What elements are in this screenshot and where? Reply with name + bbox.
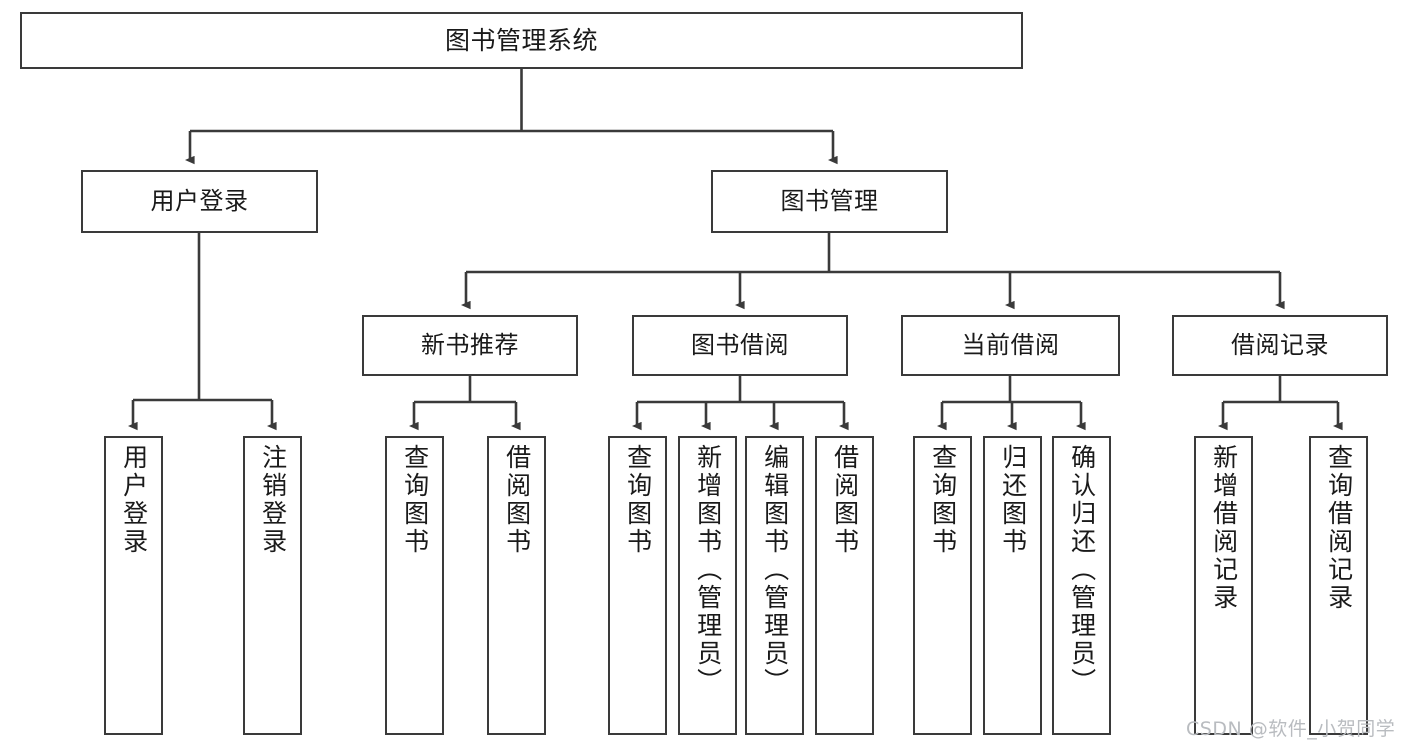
node-leaf-borrow-book[interactable]: 借阅图书 bbox=[815, 436, 874, 735]
csdn-watermark: CSDN @软件_小贺同学 bbox=[1186, 718, 1396, 740]
node-leaf-confirm-return-admin-label: 确认归还（管理员） bbox=[1067, 444, 1097, 696]
node-leaf-user-login-label: 用户登录 bbox=[119, 444, 149, 556]
node-leaf-return-book-label: 归还图书 bbox=[998, 444, 1028, 556]
node-book-borrow[interactable]: 图书借阅 bbox=[632, 315, 848, 376]
node-new-book-recommend[interactable]: 新书推荐 bbox=[362, 315, 578, 376]
node-user-login[interactable]: 用户登录 bbox=[81, 170, 318, 233]
node-leaf-query-book-borrow-label: 查询图书 bbox=[623, 444, 653, 556]
node-leaf-add-book-admin-label: 新增图书（管理员） bbox=[693, 444, 723, 696]
node-root-system[interactable]: 图书管理系统 bbox=[20, 12, 1023, 69]
node-leaf-add-borrow-record-label: 新增借阅记录 bbox=[1209, 444, 1239, 612]
node-leaf-edit-book-admin-label: 编辑图书（管理员） bbox=[760, 444, 790, 696]
node-borrow-records[interactable]: 借阅记录 bbox=[1172, 315, 1388, 376]
node-leaf-borrow-book-recommend-label: 借阅图书 bbox=[502, 444, 532, 556]
node-leaf-query-book-current-label: 查询图书 bbox=[928, 444, 958, 556]
node-leaf-query-book-current[interactable]: 查询图书 bbox=[913, 436, 972, 735]
node-leaf-add-borrow-record[interactable]: 新增借阅记录 bbox=[1194, 436, 1253, 735]
node-book-management-label: 图书管理 bbox=[780, 187, 879, 216]
node-book-borrow-label: 图书借阅 bbox=[691, 331, 789, 360]
node-leaf-user-login[interactable]: 用户登录 bbox=[104, 436, 163, 735]
node-user-login-label: 用户登录 bbox=[150, 187, 249, 216]
node-leaf-edit-book-admin[interactable]: 编辑图书（管理员） bbox=[745, 436, 804, 735]
node-leaf-query-book-recommend[interactable]: 查询图书 bbox=[385, 436, 444, 735]
node-new-book-recommend-label: 新书推荐 bbox=[421, 331, 519, 360]
node-leaf-logout[interactable]: 注销登录 bbox=[243, 436, 302, 735]
node-leaf-borrow-book-recommend[interactable]: 借阅图书 bbox=[487, 436, 546, 735]
node-current-borrow-label: 当前借阅 bbox=[961, 331, 1060, 360]
node-leaf-logout-label: 注销登录 bbox=[258, 444, 288, 556]
node-leaf-query-borrow-record[interactable]: 查询借阅记录 bbox=[1309, 436, 1368, 735]
node-leaf-confirm-return-admin[interactable]: 确认归还（管理员） bbox=[1052, 436, 1111, 735]
node-leaf-query-borrow-record-label: 查询借阅记录 bbox=[1324, 444, 1354, 612]
node-leaf-add-book-admin[interactable]: 新增图书（管理员） bbox=[678, 436, 737, 735]
node-root-system-label: 图书管理系统 bbox=[444, 25, 598, 55]
node-leaf-borrow-book-label: 借阅图书 bbox=[830, 444, 860, 556]
node-current-borrow[interactable]: 当前借阅 bbox=[901, 315, 1120, 376]
node-leaf-query-book-borrow[interactable]: 查询图书 bbox=[608, 436, 667, 735]
node-borrow-records-label: 借阅记录 bbox=[1231, 331, 1329, 360]
node-leaf-query-book-recommend-label: 查询图书 bbox=[400, 444, 430, 556]
node-leaf-return-book[interactable]: 归还图书 bbox=[983, 436, 1042, 735]
node-book-management[interactable]: 图书管理 bbox=[711, 170, 948, 233]
